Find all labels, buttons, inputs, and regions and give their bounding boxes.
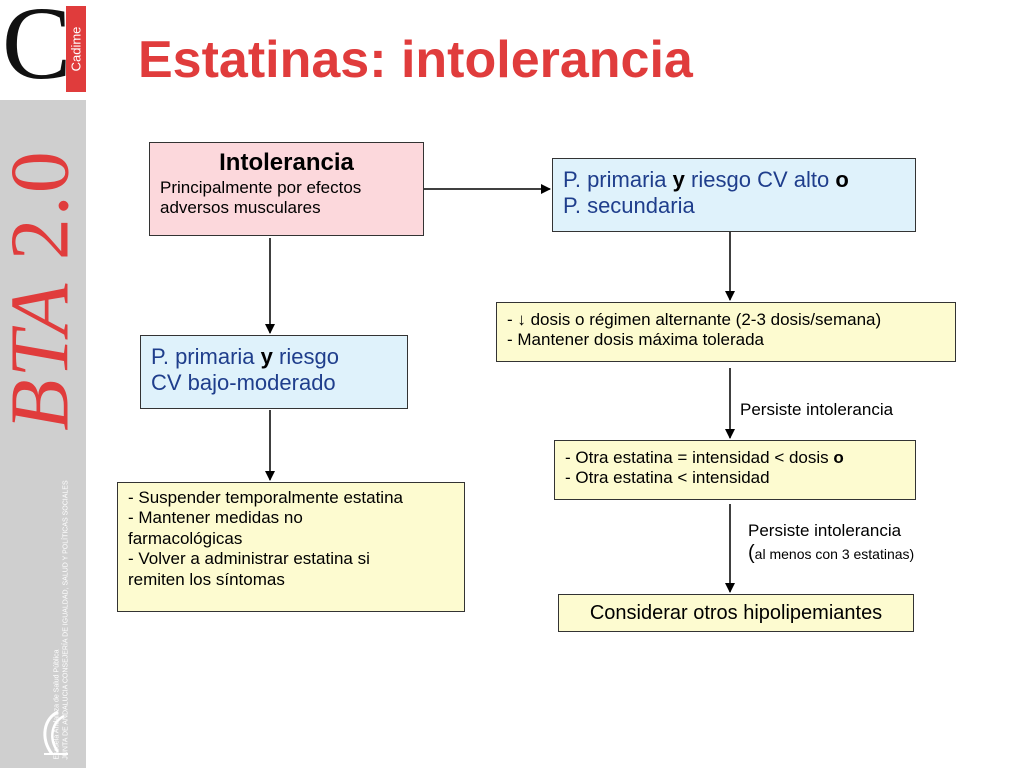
logo-tab: Cadime bbox=[66, 6, 86, 92]
node-considerar-text: Considerar otros hipolipemiantes bbox=[589, 602, 883, 624]
side-strip bbox=[0, 100, 86, 768]
edge-label-persiste-2-line2: al menos con 3 estatinas) bbox=[754, 546, 915, 563]
node-primaria-alto-part4: o bbox=[835, 167, 849, 192]
node-dosis: - ↓ dosis o régimen alternante (2-3 dosi… bbox=[496, 302, 956, 362]
logo-letter: C bbox=[2, 0, 72, 101]
edge-label-persiste-2-line1: Persiste intolerancia bbox=[748, 521, 902, 540]
node-considerar: Considerar otros hipolipemiantes bbox=[558, 594, 914, 632]
node-primaria-bajo-part3: riesgo bbox=[279, 344, 339, 369]
edge-label-persiste-2: Persiste intolerancia (al menos con 3 es… bbox=[748, 520, 914, 566]
node-primaria-alto: P. primaria y riesgo CV alto o P. secund… bbox=[552, 158, 916, 232]
node-dosis-line1: - ↓ dosis o régimen alternante (2-3 dosi… bbox=[507, 310, 882, 329]
node-suspender-line2: - Mantener medidas no bbox=[128, 508, 303, 528]
node-otra-line1a: - Otra estatina = intensidad < dosis bbox=[565, 448, 829, 467]
node-primaria-alto-part3: riesgo CV alto bbox=[691, 167, 830, 192]
node-suspender-line1: - Suspender temporalmente estatina bbox=[128, 488, 403, 507]
node-suspender-line5: remiten los síntomas bbox=[128, 569, 285, 589]
page-title: Estatinas: intolerancia bbox=[138, 31, 693, 89]
edge-label-persiste-2-paren: ( bbox=[748, 542, 755, 565]
edge-label-persiste-1: Persiste intolerancia bbox=[740, 400, 894, 419]
node-otra-line2: - Otra estatina < intensidad bbox=[565, 468, 770, 488]
node-intolerancia-line2: adversos musculares bbox=[160, 198, 321, 218]
node-otra-estatina: - Otra estatina = intensidad < dosis o -… bbox=[554, 440, 916, 500]
node-intolerancia-line1: Principalmente por efectos bbox=[160, 177, 362, 197]
node-otra-line1b: o bbox=[833, 448, 844, 467]
cadime-logo: C Cadime bbox=[0, 0, 88, 100]
node-primaria-alto-part2: y bbox=[672, 167, 685, 192]
node-intolerancia-heading: Intolerancia bbox=[219, 149, 354, 176]
node-suspender-line4: - Volver a administrar estatina si bbox=[128, 549, 370, 569]
node-dosis-line2: - Mantener dosis máxima tolerada bbox=[507, 330, 765, 350]
node-primaria-bajo-part1: P. primaria bbox=[151, 344, 255, 369]
node-intolerancia: Intolerancia Principalmente por efectos … bbox=[149, 142, 424, 236]
node-primaria-bajo-part2: y bbox=[260, 344, 273, 369]
node-primaria-alto-line2: P. secundaria bbox=[563, 193, 695, 219]
node-suspender: - Suspender temporalmente estatina - Man… bbox=[117, 482, 465, 612]
node-primaria-bajo: P. primaria y riesgo CV bajo-moderado bbox=[140, 335, 408, 409]
node-suspender-line3: farmacológicas bbox=[128, 528, 243, 548]
node-primaria-alto-part1: P. primaria bbox=[563, 167, 667, 192]
node-primaria-bajo-line2: CV bajo-moderado bbox=[151, 370, 336, 396]
government-logo-icon bbox=[43, 710, 68, 755]
